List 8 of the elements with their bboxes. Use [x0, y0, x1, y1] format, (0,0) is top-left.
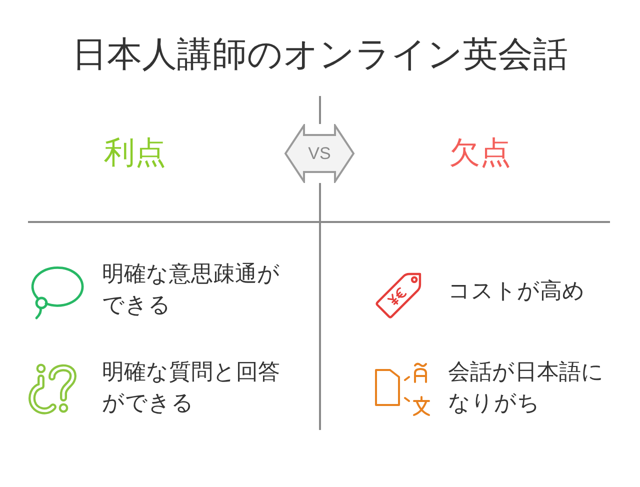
double-arrow: VS — [284, 124, 355, 183]
item-text: コストが高め — [448, 278, 586, 306]
item-text: 明確な質問と回答ができる — [102, 359, 281, 418]
column-heading: 欠点 — [449, 134, 511, 172]
column-heading: 利点 — [104, 134, 166, 172]
title: 日本人講師のオンライン英会話 — [72, 34, 568, 77]
item-text: 会話が日本語になりがち — [448, 359, 605, 418]
item-text: 明確な意思疎通ができる — [102, 261, 281, 320]
